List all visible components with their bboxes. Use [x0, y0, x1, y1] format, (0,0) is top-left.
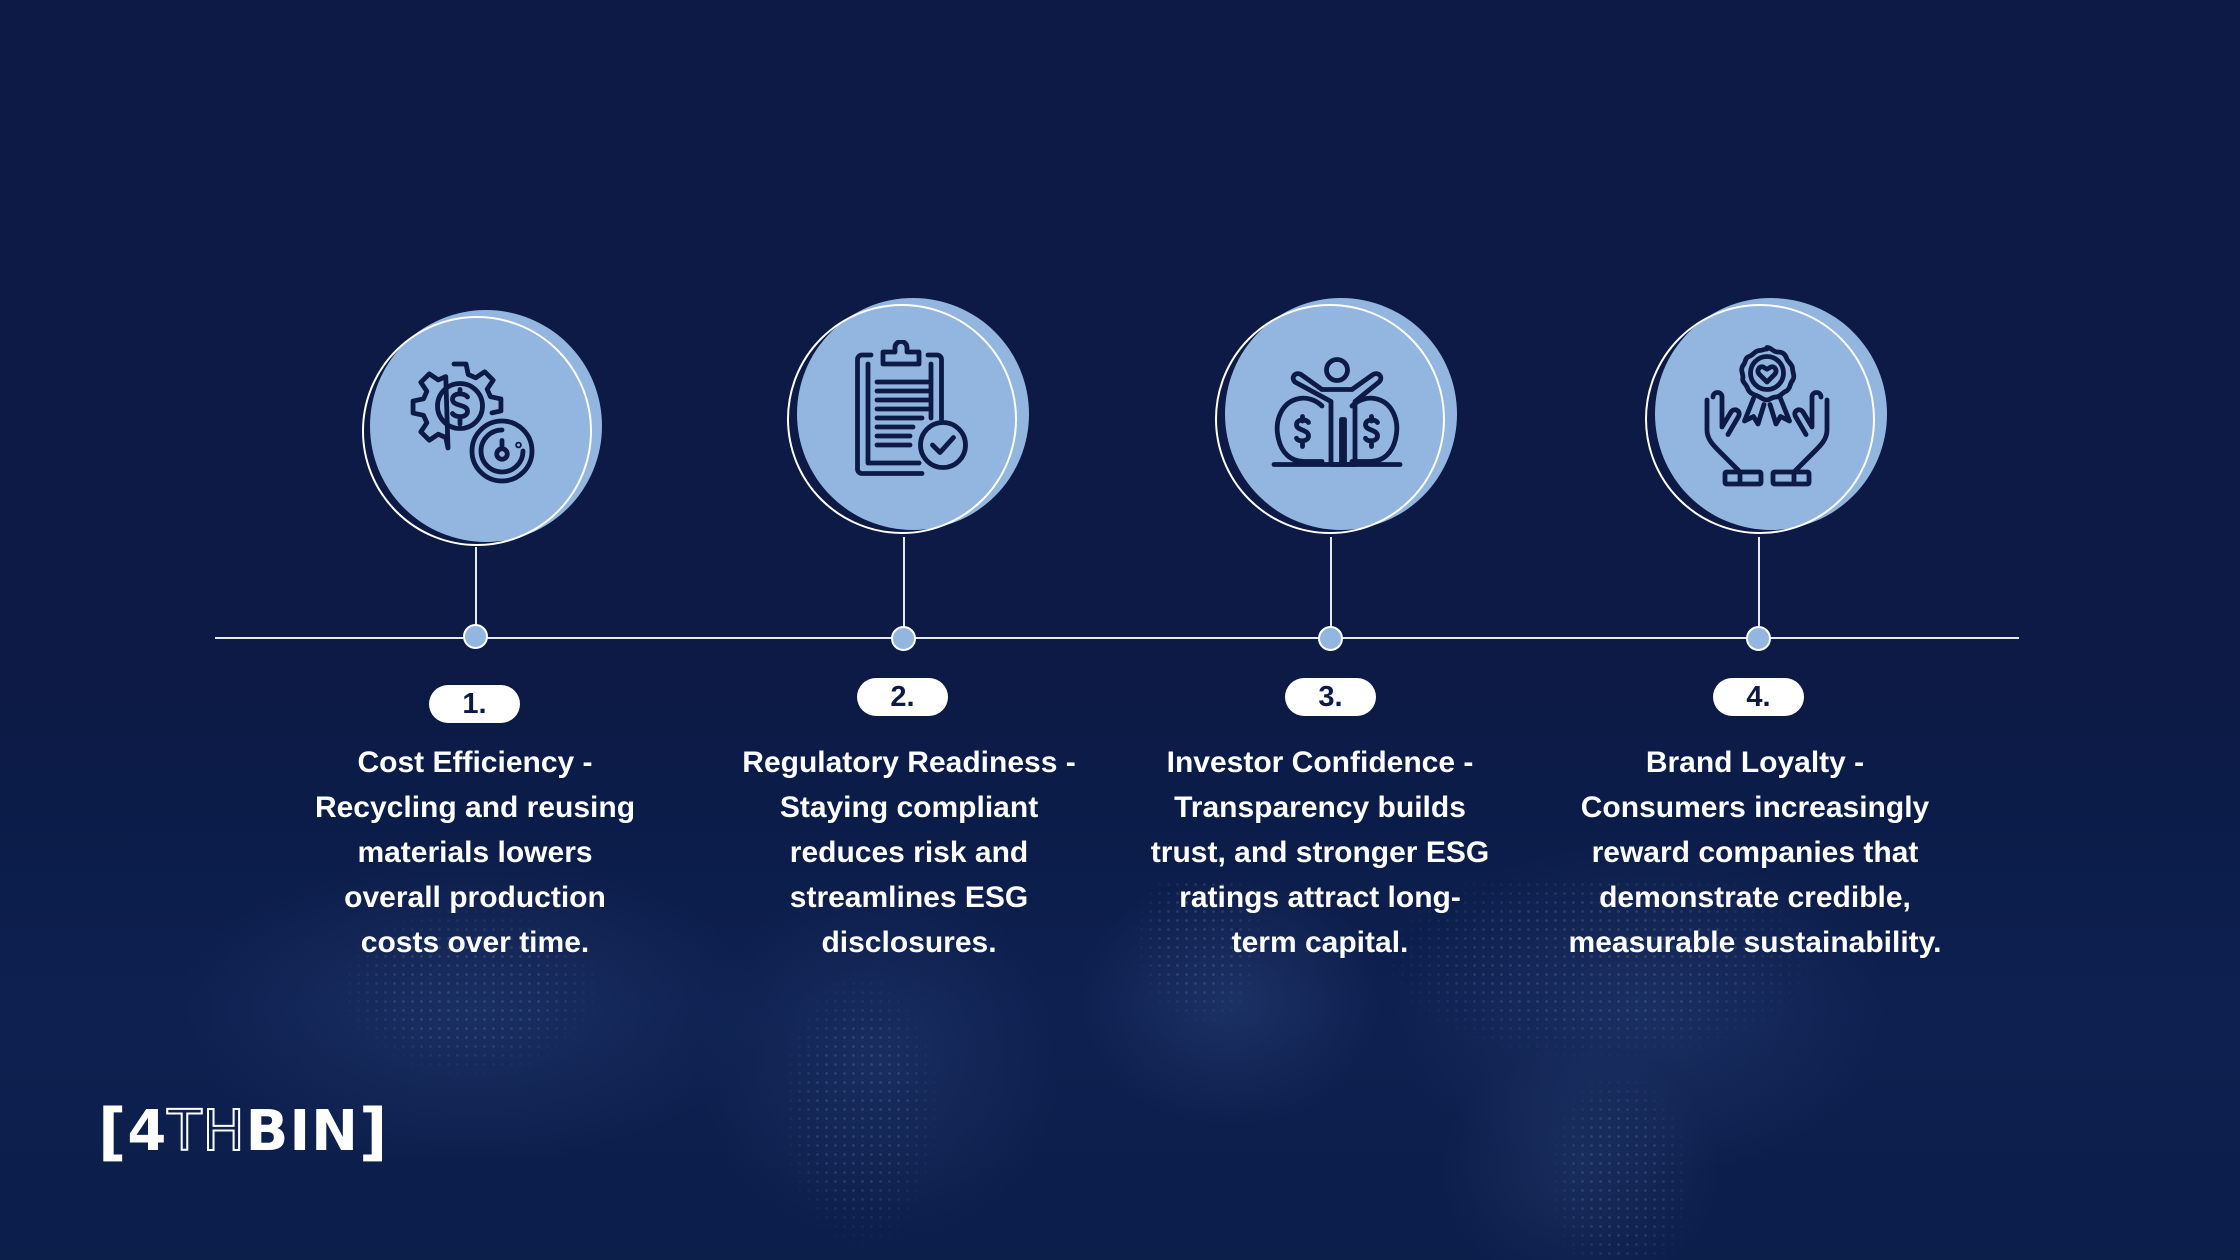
timeline-line	[215, 637, 2019, 639]
description-line: ratings attract long-	[1179, 881, 1461, 914]
description-line: term capital.	[1231, 926, 1409, 959]
description-line: reward companies that	[1591, 836, 1919, 869]
step-number-badge: 1.	[429, 685, 520, 723]
description-line: Staying compliant	[779, 791, 1039, 824]
connector-line	[1758, 537, 1760, 637]
logo-outline-text: TH	[166, 1098, 246, 1165]
logo-solid-suffix: BIN	[245, 1098, 360, 1164]
icon-circle-ring	[787, 304, 1017, 534]
step-title: Cost Efficiency -	[357, 746, 593, 779]
description-line: disclosures.	[821, 926, 997, 959]
description-line: Consumers increasingly	[1580, 791, 1930, 824]
connector-line	[1330, 537, 1332, 637]
description-line: overall production	[344, 881, 606, 914]
description-line: costs over time.	[360, 926, 590, 959]
timeline-node	[1318, 626, 1343, 651]
step-number-badge: 4.	[1713, 678, 1804, 716]
step-number-badge: 2.	[857, 678, 948, 716]
connector-line	[903, 537, 905, 637]
timeline-node	[463, 624, 488, 649]
icon-circle-ring	[1215, 304, 1445, 534]
description-line: Recycling and reusing	[314, 791, 636, 824]
brand-logo: [ 4 TH BIN ]	[98, 1095, 388, 1168]
description-line: demonstrate credible,	[1599, 881, 1911, 914]
step-title: Brand Loyalty -	[1645, 746, 1865, 779]
logo-open-bracket: [	[98, 1094, 128, 1168]
logo-solid-prefix: 4	[127, 1098, 168, 1164]
description-line: reduces risk and	[789, 836, 1029, 869]
description-line: measurable sustainability.	[1568, 926, 1942, 959]
description-line: materials lowers	[357, 836, 593, 869]
description-line: Transparency builds	[1174, 791, 1466, 824]
connector-line	[475, 547, 477, 637]
step-description: Cost Efficiency - Recycling and reusing …	[265, 740, 685, 965]
step-description: Brand Loyalty - Consumers increasingly r…	[1545, 740, 1965, 965]
description-line: streamlines ESG	[789, 881, 1029, 914]
timeline-node	[891, 626, 916, 651]
clipboard-check-icon	[838, 340, 988, 490]
icon-circle-ring	[362, 316, 592, 546]
icon-circle-ring	[1645, 304, 1875, 534]
timeline-node	[1746, 626, 1771, 651]
logo-close-bracket: ]	[359, 1094, 389, 1168]
hands-award-heart-icon	[1692, 340, 1842, 490]
person-money-bags-icon	[1262, 340, 1412, 490]
step-title: Investor Confidence -	[1166, 746, 1474, 779]
step-title: Regulatory Readiness -	[742, 746, 1076, 779]
step-number-badge: 3.	[1285, 678, 1376, 716]
gear-dollar-clock-icon	[406, 352, 556, 502]
step-description: Investor Confidence - Transparency build…	[1110, 740, 1530, 965]
step-description: Regulatory Readiness - Staying compliant…	[699, 740, 1119, 965]
description-line: trust, and stronger ESG	[1150, 836, 1490, 869]
